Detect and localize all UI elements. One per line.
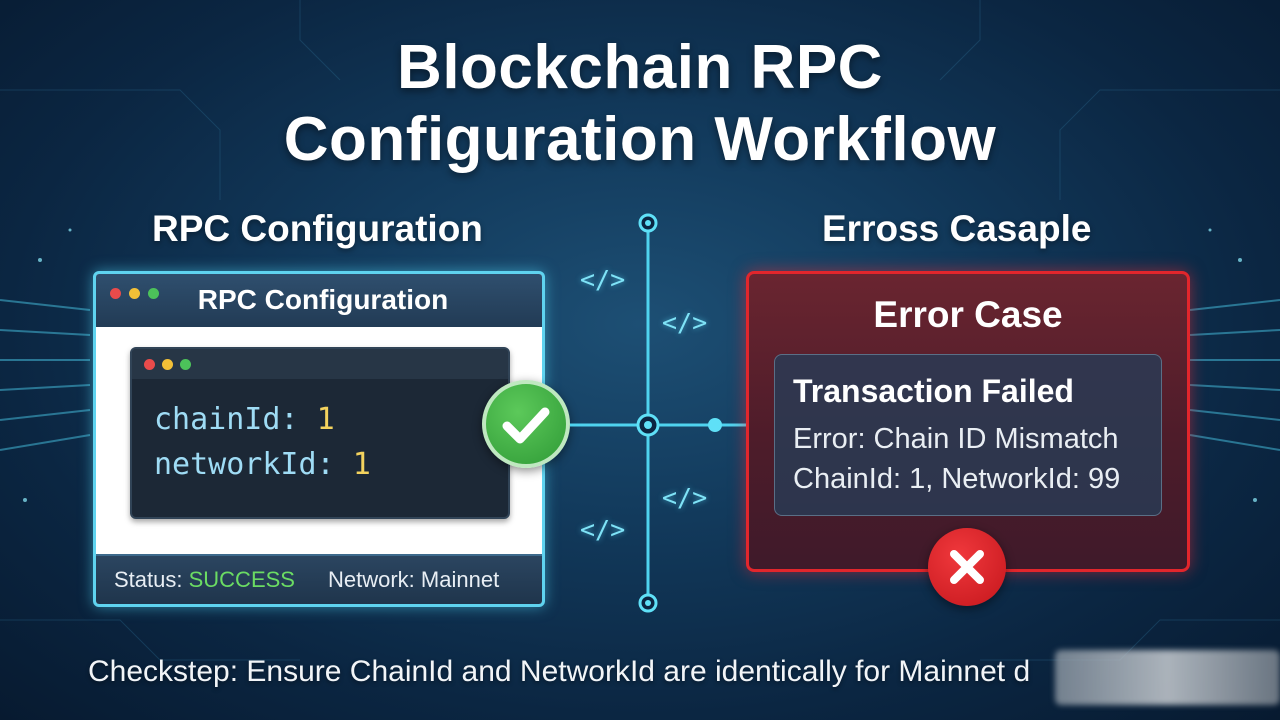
network-label: Network:: [328, 567, 415, 592]
left-section-heading: RPC Configuration: [152, 208, 483, 249]
code-editor-panel: chainId: 1 networkId: 1: [130, 347, 510, 519]
error-ids: ChainId: 1, NetworkId: 99: [793, 463, 1121, 495]
error-details-title: Transaction Failed: [793, 373, 1074, 409]
network-group: Network: Mainnet: [328, 556, 499, 604]
code-tag-icon: </>: [662, 483, 708, 512]
code-key: chainId:: [154, 402, 299, 437]
editor-titlebar: [132, 349, 508, 379]
editor-minimize-dot-icon[interactable]: [162, 359, 173, 370]
code-line-networkid: networkId: 1: [154, 447, 371, 482]
maximize-dot-icon[interactable]: [148, 288, 159, 299]
status-bar: Status: SUCCESS Network: Mainnet: [96, 554, 542, 604]
rpc-config-window: RPC Configuration chainId: 1 networkId: …: [93, 271, 545, 607]
code-tag-icon: </>: [662, 308, 708, 337]
error-card-title: Error Case: [873, 294, 1063, 335]
x-circle-icon: [928, 528, 1006, 606]
check-circle-icon: [482, 380, 570, 468]
code-value: 1: [352, 447, 371, 482]
code-key: networkId:: [154, 447, 335, 482]
status-group: Status: SUCCESS: [114, 556, 295, 604]
error-message: Error: Chain ID Mismatch: [793, 423, 1119, 455]
footer-note: Checkstep: Ensure ChainId and NetworkId …: [88, 655, 1031, 688]
watermark-blur: [1055, 650, 1280, 705]
code-tag-icon: </>: [580, 515, 626, 544]
title-line-2: Configuration Workflow: [283, 105, 997, 174]
connector-diagram: [570, 213, 746, 613]
window-title: RPC Configuration: [197, 284, 449, 315]
status-label: Status:: [114, 567, 183, 592]
window-titlebar: RPC Configuration: [96, 274, 542, 327]
editor-close-dot-icon[interactable]: [144, 359, 155, 370]
close-dot-icon[interactable]: [110, 288, 121, 299]
x-glyph: [950, 550, 984, 584]
connector-node-right: [708, 418, 722, 432]
checkmark-glyph: [502, 407, 550, 444]
error-details-panel: Transaction Failed Error: Chain ID Misma…: [774, 354, 1162, 516]
status-value: SUCCESS: [188, 567, 295, 592]
network-value: Mainnet: [420, 567, 500, 592]
minimize-dot-icon[interactable]: [129, 288, 140, 299]
editor-maximize-dot-icon[interactable]: [180, 359, 191, 370]
page-title: Blockchain RPC Configuration Workflow: [0, 32, 1280, 176]
code-line-chainid: chainId: 1: [154, 402, 335, 437]
title-line-1: Blockchain RPC: [397, 33, 883, 102]
error-case-card: Error Case Transaction Failed Error: Cha…: [746, 271, 1190, 572]
code-value: 1: [316, 402, 335, 437]
right-section-heading: Erross Casaple: [822, 208, 1092, 249]
code-tag-icon: </>: [580, 265, 626, 294]
